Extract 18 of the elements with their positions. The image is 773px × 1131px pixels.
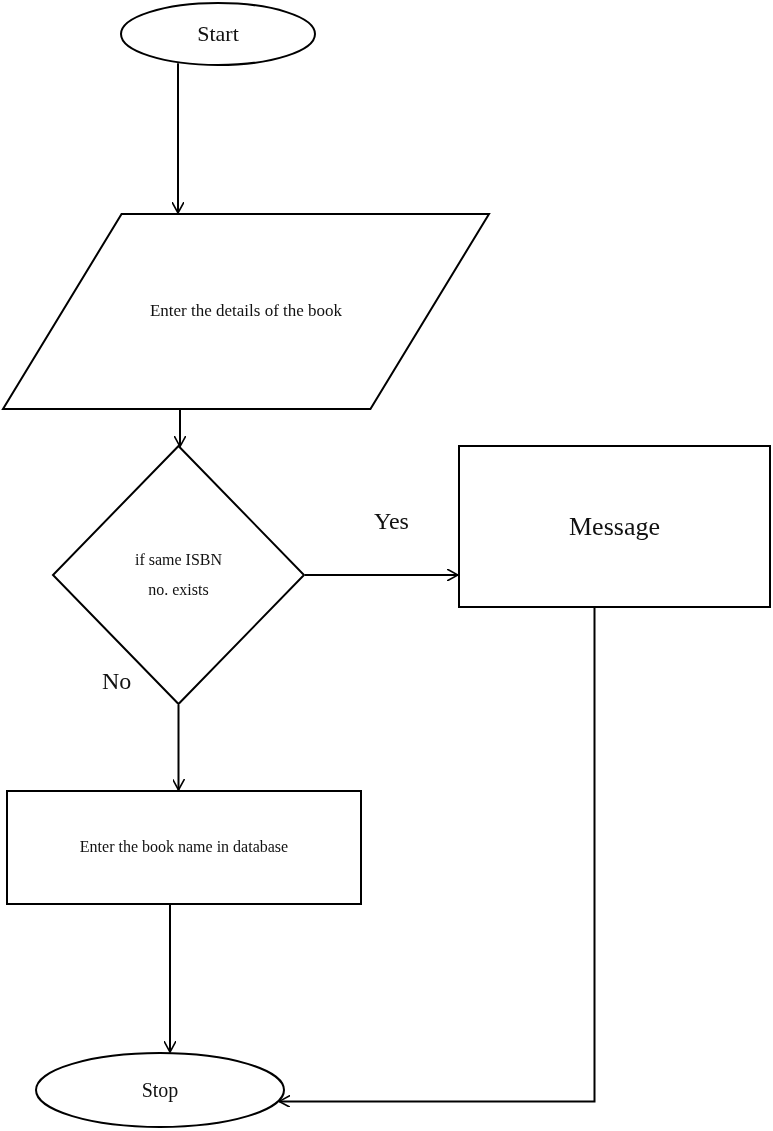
arrow [163,904,177,1054]
decision-diamond [52,445,305,705]
arrow [173,409,187,448]
node-label: Message [569,510,660,543]
node-label: Start [197,20,239,49]
process-box [6,790,362,905]
node-label: Stop [141,1078,179,1104]
arrow [304,568,459,582]
arrow [171,62,185,214]
node-label: Enter the details of the book [149,300,343,323]
node-label: Enter the book name in database [79,837,289,858]
arrow [278,607,596,1109]
terminal-ellipse [120,2,316,66]
process-box [458,445,771,608]
terminal-ellipse [35,1052,285,1128]
node-label: if same ISBN no. exists [133,549,224,600]
input-parallelogram [2,213,490,410]
arrow [171,704,186,791]
